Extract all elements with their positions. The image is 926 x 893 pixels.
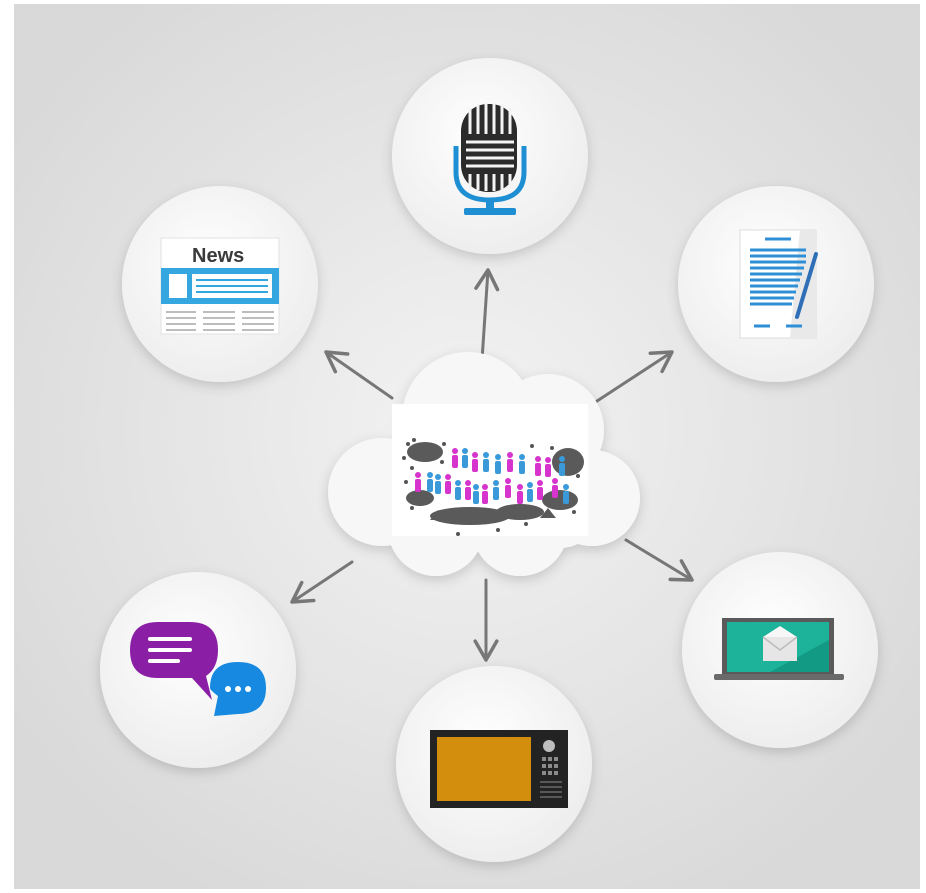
population-map-icon (402, 438, 584, 536)
document-pen-icon (739, 229, 818, 339)
chat-bubbles-icon (130, 622, 266, 716)
arrow-to-bottom-right (624, 538, 694, 582)
arrows (290, 268, 694, 662)
laptop-email-icon (714, 618, 844, 680)
newspaper-icon: News (160, 237, 280, 335)
television-icon (430, 730, 568, 808)
arrow-to-top-left (324, 350, 394, 400)
arrow-to-top-right (592, 350, 674, 405)
arrow-to-top (474, 268, 500, 362)
news-headline: News (192, 245, 244, 267)
microphone-icon (453, 103, 527, 215)
envelope-icon (762, 626, 798, 661)
arrow-to-bottom-left (290, 560, 354, 604)
